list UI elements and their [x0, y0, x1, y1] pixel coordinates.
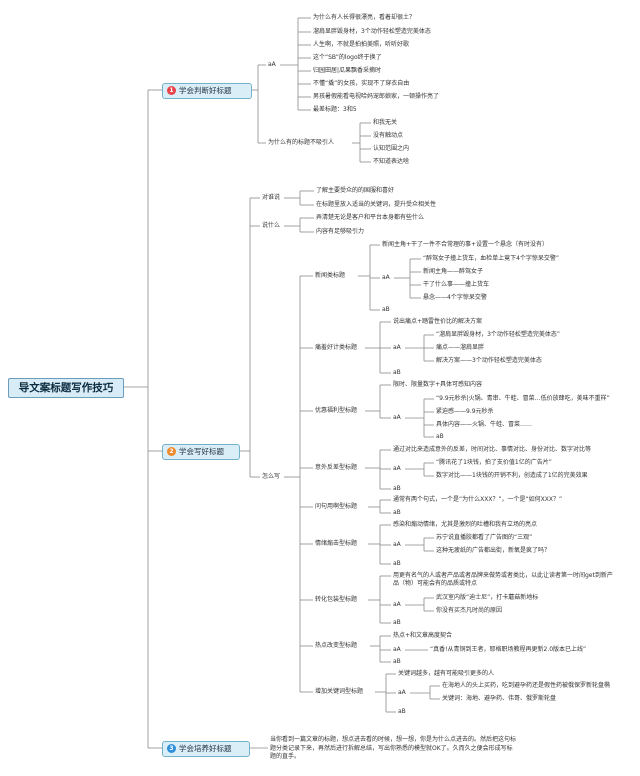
s9-name: 增加关键词型标题	[315, 688, 364, 695]
b1-why-item-0: 和我无关	[373, 119, 398, 126]
b1-why-item-1: 没有触动点	[373, 132, 404, 139]
s3-intro: 限时、限量数字+具体可感知内容	[393, 381, 483, 388]
b1-why-item-3: 不知道表达啥	[373, 158, 410, 165]
b1-item-4: 归园田居|瓜果飘香采摘时	[313, 67, 382, 74]
branch-label: 学会写好标题	[179, 447, 224, 456]
s6-example-0: 苏宁说直播胶都看了广告图的“三观”	[436, 534, 533, 541]
s1-intro: 新闻主角+干了一件不合常理的事+设置一个悬念（有时没有）	[382, 241, 549, 248]
s4-name: 意外反差型标题	[315, 464, 358, 471]
s2-example-2: 解决方案——3个动作轻松塑造完美体态	[436, 357, 542, 364]
b1-item-7: 最差标题：3和5	[313, 106, 357, 113]
s5-ab: aB	[393, 509, 401, 516]
s7-aa: aA	[393, 601, 401, 608]
s2-intro: 说出痛点+踏雷性价比的解决方案	[393, 318, 483, 325]
s1-ab: aB	[382, 306, 390, 313]
s9-example-1: 关键词：海地、避孕药、伟哥、俄罗斯轮盘	[442, 695, 557, 702]
b1-item-0: 为什么有人长得很漂亮，看着却很土？	[313, 14, 416, 21]
s7-intro: 用更有名气的人或者产品或者品牌来做势或者类比，以此让读者第一时间get到新产品（…	[393, 572, 613, 587]
s1-example-1: 新闻主角——醉驾女子	[423, 268, 484, 275]
s1-aa: aA	[382, 274, 390, 281]
s3-example-2: 具体内容——火锅、牛蛙、冒菜……	[436, 421, 533, 428]
s5-intro: 通常有两个句式，一个是“为什么XXX？”，一个是“如何XXX？”	[393, 496, 563, 503]
s2-name: 痛羞好计类标题	[315, 344, 358, 351]
b1-item-6: 男孩暑假能看电视哈妈宠郎娘家，一顿操作亮了	[313, 93, 440, 100]
branch-number-badge: 2	[167, 447, 176, 456]
s1-example-0: “醉驾女子撞上货车，血检单上竟下4个字惊呆交警”	[423, 255, 560, 262]
b1-why-node: 为什么有的标题不吸引人	[268, 139, 335, 146]
s8-aa: aA	[393, 646, 401, 653]
s6-example-1: 这种无疲纸的广告都出街，新氧是疯了吗？	[436, 547, 551, 554]
s7-example-0: 武汉室内版“迪士尼”，打卡蘑菇新地标	[436, 594, 539, 601]
s6-aa: aA	[393, 541, 401, 548]
s1-example-2: 干了什么事——撞上货车	[423, 281, 490, 288]
s1-name: 新闻类标题	[315, 272, 346, 279]
s8-ab: aB	[393, 658, 401, 665]
s8-name: 热点改变型标题	[315, 642, 358, 649]
branch-number-badge: 3	[167, 744, 176, 753]
s5-name: 问句用啊型标题	[315, 503, 358, 510]
s2-aa: aA	[393, 344, 401, 351]
s6-intro: 感染和煽动情绪，尤其是激烈的吐槽和我有立场的亮点	[393, 521, 538, 528]
s4-ab: aB	[393, 485, 401, 492]
b1-item-2: 人生啊，不就是拍拍美照，听听好歌	[313, 41, 410, 48]
who-item-1: 在标题里放入适当的关键词，提升受众相关性	[316, 201, 437, 208]
s6-ab: aB	[393, 560, 401, 567]
s7-ab: aB	[393, 619, 401, 626]
s2-example-0: “溜肩显胖毁身材，3个动作轻松塑造完美体态”	[436, 331, 561, 338]
s8-intro: 热点+和文章高度契合	[393, 632, 453, 639]
branch-label: 学会培养好标题	[179, 744, 232, 753]
how-node: 怎么写	[262, 473, 281, 480]
s3-name: 优惠福利型标题	[315, 407, 358, 414]
who-node: 对谁说	[262, 194, 281, 201]
what-node: 说什么	[262, 222, 281, 229]
s6-name: 情绪煽击型标题	[315, 540, 358, 547]
s2-example-1: 痛点——溜肩显胖	[436, 344, 485, 351]
s4-aa: aA	[393, 465, 401, 472]
s3-example-1: 紧迫感——9.9元秒杀	[436, 408, 494, 415]
s4-example-0: “腾讯花了1块钱，拍了支价值1亿的广告片”	[436, 459, 552, 466]
s9-aa: aA	[398, 689, 406, 696]
who-item-0: 了解主要受众的的国服和喜好	[316, 187, 395, 194]
what-item-0: 弄清楚无论是客户和平台本身都有些什么	[316, 214, 425, 221]
b1-aa-node: aA	[268, 61, 276, 68]
b3-description: 当你看到一篇文章的标题，想点进去看的时候，想一想，你是为什么点进去的。然后把这句…	[270, 736, 517, 760]
root-node[interactable]: 导文案标题写作技巧	[8, 378, 124, 398]
s9-ab: aB	[398, 708, 406, 715]
b1-item-1: 溜肩显胖毁身材，3个动作轻松塑造完美体态	[313, 28, 431, 35]
s9-intro: 关键词越多，越有可能吸引更多的人	[398, 670, 495, 677]
s2-ab: aB	[393, 369, 401, 376]
s1-example-3: 悬念——4个字惊呆交警	[423, 294, 487, 301]
s3-inner-ab: aB	[436, 433, 444, 440]
s3-aa: aA	[393, 414, 401, 421]
s3-example-0: “9.9元秒杀|火锅、青串、牛蛙、冒菜…低价放肆吃，美味不重样”	[436, 395, 610, 402]
s7-name: 转化包装型标题	[315, 596, 358, 603]
s9-example-0: 在海地人的头上买药，吃到避孕药还是假性药被俄保罗新轮盘椭	[442, 682, 611, 689]
branch-number-badge: 1	[167, 86, 176, 95]
s4-intro: 通过对比来造成意外的反差，时间对比、事情对比、身份对比、数字对比等	[393, 446, 592, 453]
s8-example-0: “真香!从青铜到王者，耶格职场教程再更新2.0版本已上线”	[430, 646, 587, 653]
s7-example-1: 你没有买杰凡时尚的原因	[436, 607, 503, 614]
b1-item-3: 这个“SB”的logo终于换了	[313, 54, 382, 61]
b1-item-5: 不懂“撬”的女孩，实现不了穿衣自由	[313, 80, 410, 87]
what-item-1: 内容有足够吸引力	[316, 228, 365, 235]
s4-example-1: 数字对比——1块钱的开销不利，创造成了1亿的完美效果	[436, 472, 588, 479]
branch-label: 学会判断好标题	[179, 86, 232, 95]
b1-why-item-2: 认知范围之内	[373, 145, 410, 152]
